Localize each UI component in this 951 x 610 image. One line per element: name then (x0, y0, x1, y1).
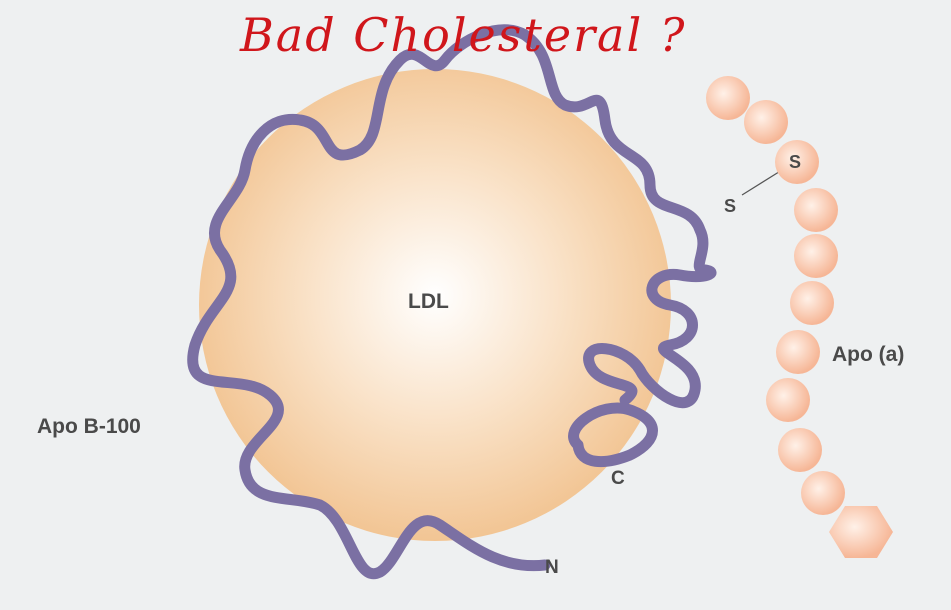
kringle-hexagon (829, 506, 893, 558)
bead (766, 378, 810, 422)
bead (790, 281, 834, 325)
bead (744, 100, 788, 144)
disulfide-bond (741, 169, 783, 196)
apo-a-chain (706, 76, 893, 558)
handwritten-annotation: Bad Cholesteral ? (240, 8, 687, 62)
apo-b100-ribbon (187, 24, 717, 580)
bead (794, 234, 838, 278)
ldl-sphere (199, 69, 671, 541)
c-terminus-label: C (611, 468, 625, 489)
bead (794, 188, 838, 232)
n-terminus-label: N (545, 557, 559, 578)
bead (775, 140, 819, 184)
apo-a-label: Apo (a) (832, 343, 905, 366)
bead (706, 76, 750, 120)
c-terminal-loop (568, 402, 658, 468)
apo-b100-label: Apo B-100 (37, 415, 141, 438)
sulfur-label-1: S (724, 196, 737, 216)
ldl-label: LDL (408, 290, 449, 313)
bead (778, 428, 822, 472)
bead (776, 330, 820, 374)
bead (801, 471, 845, 515)
sulfur-label-2: S (789, 152, 802, 172)
